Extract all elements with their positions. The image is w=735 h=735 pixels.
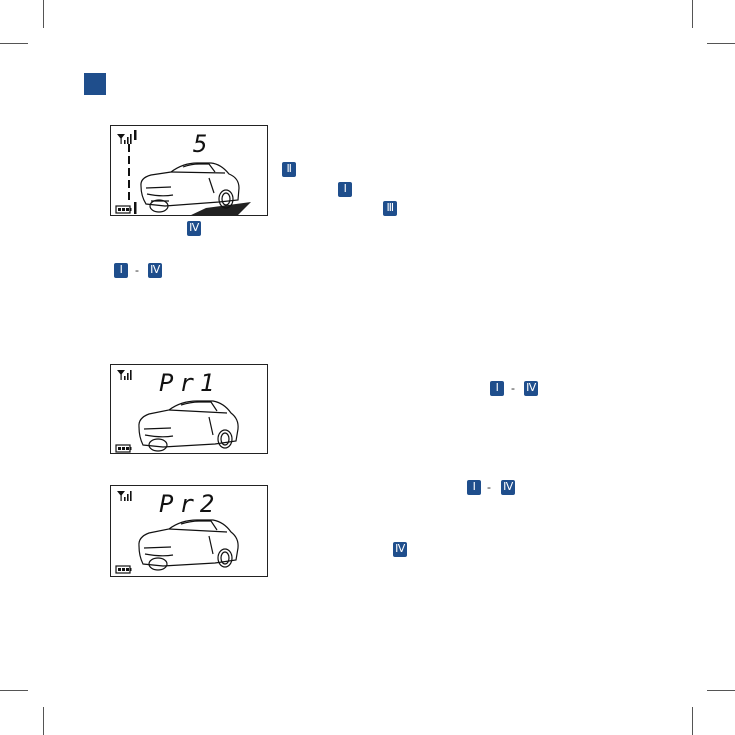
crop-mark [692,707,693,735]
battery-icon [115,205,132,214]
separator: - [135,263,139,277]
roman-badge: Ⅳ [187,221,201,236]
signal-icon [117,491,132,501]
roman-badge: Ⅰ [490,381,504,396]
roman-badge: Ⅳ [524,381,538,396]
crop-mark [43,707,44,735]
crop-mark [692,0,693,28]
lcd-display: Pr2 [110,485,268,577]
separator: - [487,480,491,494]
crop-mark [0,43,28,44]
lcd-reading: 5 [193,130,214,158]
signal-icon [117,134,132,144]
roman-badge: Ⅰ [467,480,481,495]
car-icon [115,491,239,574]
lcd-reading: Pr1 [159,369,221,397]
roman-badge: Ⅲ [383,201,397,216]
lcd-display: 5 [110,125,268,216]
roman-badge: Ⅱ [282,162,296,177]
lcd-display: Pr1 [110,364,268,454]
section-marker [84,73,106,95]
separator: - [511,381,515,395]
roman-badge: Ⅳ [501,480,515,495]
roman-badge: Ⅰ [338,182,352,197]
battery-icon [115,565,132,574]
car-icon [115,370,239,453]
crop-mark [707,690,735,691]
signal-icon [117,370,132,380]
crop-mark [0,690,28,691]
crop-mark [43,0,44,28]
level-bar-icon [128,130,137,214]
car-icon [115,130,251,216]
crop-mark [707,43,735,44]
roman-badge: Ⅳ [148,263,162,278]
roman-badge: Ⅰ [114,263,128,278]
lcd-reading: Pr2 [159,490,221,518]
roman-badge: Ⅳ [393,542,407,557]
battery-icon [115,444,132,453]
